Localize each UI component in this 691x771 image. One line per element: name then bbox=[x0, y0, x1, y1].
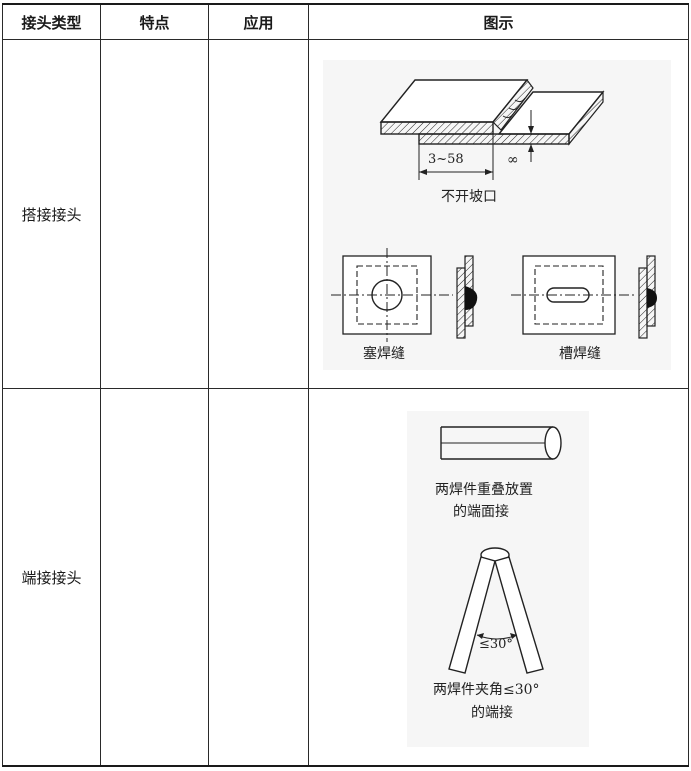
caption-slot-weld: 槽焊缝 bbox=[559, 346, 601, 362]
lap-joint-figure: 3~58 ∞ 不开坡口 塞焊缝 槽焊缝 bbox=[323, 60, 671, 370]
caption-angled-line2: 的端接 bbox=[471, 705, 513, 721]
table-row-lap-joint: 搭接接头 bbox=[2, 39, 689, 389]
slot-weld-bead bbox=[647, 288, 657, 308]
header-feature: 特点 bbox=[100, 3, 209, 40]
caption-plug-weld: 塞焊缝 bbox=[363, 346, 405, 362]
lap-weld-bead bbox=[492, 79, 534, 131]
header-joint-type: 接头类型 bbox=[2, 3, 101, 40]
lap-joint-drawing bbox=[331, 79, 657, 342]
rod-end-face bbox=[544, 426, 562, 460]
cell-edge-joint-application bbox=[208, 388, 309, 767]
caption-stacked-line2: 的端面接 bbox=[453, 504, 509, 520]
right-rod bbox=[494, 556, 544, 674]
cell-edge-joint-feature bbox=[100, 388, 209, 767]
caption-no-groove: 不开坡口 bbox=[441, 189, 497, 205]
cell-lap-joint-type: 搭接接头 bbox=[2, 39, 101, 389]
upper-plate-section bbox=[380, 121, 494, 135]
dimension-label: 3~58 bbox=[428, 152, 464, 167]
lower-plate-section bbox=[418, 133, 570, 145]
welded-joint-table: 接头类型 特点 应用 图示 搭接接头 bbox=[2, 3, 689, 767]
left-rod bbox=[448, 556, 496, 674]
cell-edge-joint-type: 端接接头 bbox=[2, 388, 101, 767]
cell-edge-joint-diagram: 两焊件重叠放置 的端面接 ≤30° 两焊件夹角≤30° 的端接 bbox=[308, 388, 689, 767]
edge-joint-drawing bbox=[440, 426, 562, 674]
caption-angled-line1: 两焊件夹角≤30° bbox=[433, 682, 540, 698]
plug-weld-bead bbox=[465, 286, 478, 310]
angle-label: ≤30° bbox=[479, 637, 513, 652]
cell-lap-joint-diagram: 3~58 ∞ 不开坡口 塞焊缝 槽焊缝 bbox=[308, 39, 689, 389]
cell-lap-joint-feature bbox=[100, 39, 209, 389]
table-header-row: 接头类型 特点 应用 图示 bbox=[2, 3, 689, 40]
header-diagram: 图示 bbox=[308, 3, 689, 40]
thickness-symbol: ∞ bbox=[507, 152, 519, 168]
header-application: 应用 bbox=[208, 3, 309, 40]
edge-joint-figure: 两焊件重叠放置 的端面接 ≤30° 两焊件夹角≤30° 的端接 bbox=[407, 411, 589, 747]
caption-stacked-line1: 两焊件重叠放置 bbox=[435, 482, 533, 498]
table-row-edge-joint: 端接接头 两焊件重叠放置 的端面接 bbox=[2, 388, 689, 767]
cell-lap-joint-application bbox=[208, 39, 309, 389]
